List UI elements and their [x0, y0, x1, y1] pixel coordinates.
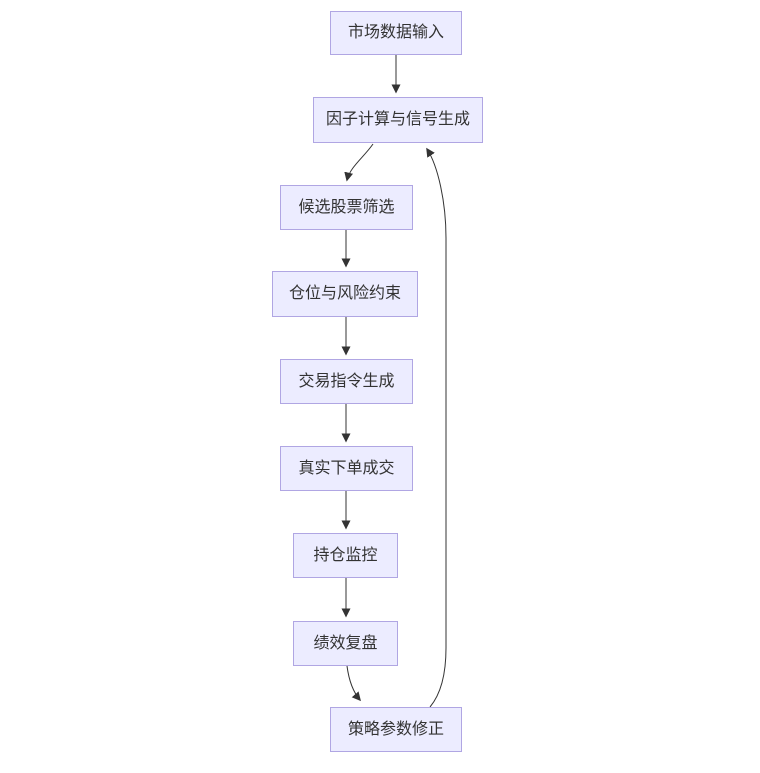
edge-factor-to-candidate [344, 143, 374, 182]
node-label: 市场数据输入 [347, 24, 444, 41]
node-factor-signal-gen: 因子计算与信号生成 [313, 97, 483, 143]
node-candidate-screening: 候选股票筛选 [280, 185, 413, 230]
node-market-data-input: 市场数据输入 [330, 11, 462, 55]
node-label: 候选股票筛选 [298, 198, 395, 216]
edge-paramfix-to-factor-feedback [426, 147, 447, 708]
node-label: 因子计算与信号生成 [325, 111, 470, 128]
edge-review-to-paramfix [346, 665, 361, 702]
node-label: 真实下单成交 [298, 459, 395, 477]
node-position-risk-limits: 仓位与风险约束 [272, 271, 418, 317]
node-strategy-param-fix: 策略参数修正 [330, 707, 462, 752]
node-real-order-execution: 真实下单成交 [280, 446, 413, 491]
node-trade-order-gen: 交易指令生成 [280, 359, 413, 404]
node-label: 绩效复盘 [313, 634, 378, 652]
node-label: 仓位与风险约束 [288, 285, 401, 302]
node-label: 交易指令生成 [298, 372, 395, 390]
node-position-monitoring: 持仓监控 [293, 533, 398, 578]
node-label: 持仓监控 [313, 546, 378, 564]
node-performance-review: 绩效复盘 [293, 621, 398, 666]
node-label: 策略参数修正 [347, 720, 444, 738]
